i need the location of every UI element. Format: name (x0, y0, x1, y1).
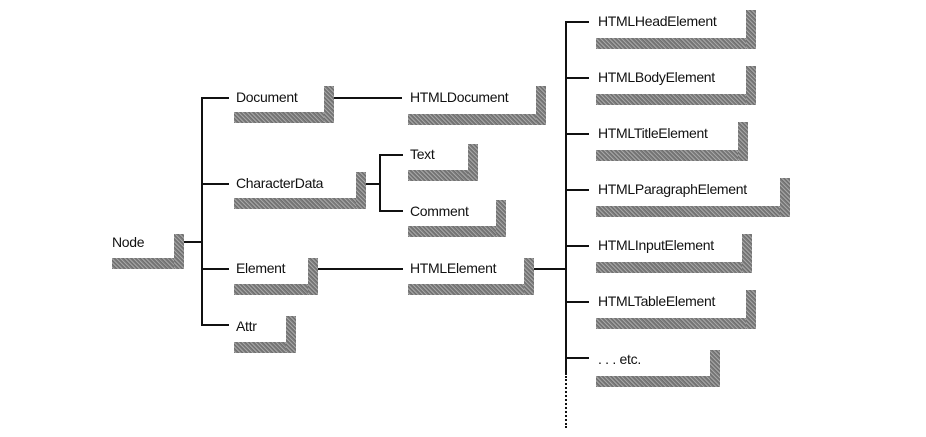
characterdata-label: CharacterData (236, 175, 324, 191)
htmltitleelement-shadow (738, 122, 748, 161)
htmlinputelement-label: HTMLInputElement (598, 237, 714, 253)
htmlinputelement-shadow (596, 262, 752, 273)
node-label: Node (112, 234, 145, 250)
comment-shadow (408, 226, 506, 237)
htmltableelement-label: HTMLTableElement (598, 293, 716, 309)
htmlelement-label: HTMLElement (410, 260, 497, 276)
connector-line (379, 154, 381, 212)
connector-line (565, 77, 589, 79)
connector-line (201, 183, 229, 185)
text-label: Text (410, 146, 435, 162)
htmlbodyelement-label: HTMLBodyElement (598, 69, 715, 85)
text-shadow (468, 144, 478, 181)
connector-line (330, 97, 402, 99)
connector-line (565, 301, 589, 303)
connector-line (565, 133, 589, 135)
text-shadow (408, 170, 478, 181)
characterdata-shadow (356, 172, 366, 209)
htmlheadelement-label: HTMLHeadElement (598, 13, 717, 29)
continuation-dotted-line (565, 376, 567, 428)
htmlinputelement-shadow (742, 234, 752, 273)
connector-line (565, 21, 589, 23)
element-shadow (234, 284, 318, 295)
htmlheadelement-shadow (746, 10, 756, 49)
document-shadow (234, 112, 334, 123)
htmltitleelement-shadow (596, 150, 748, 161)
connector-line (201, 97, 229, 99)
htmldocument-shadow (408, 114, 546, 125)
htmlelement-shadow (524, 258, 534, 295)
connector-line (201, 324, 229, 326)
etc-shadow (596, 376, 720, 387)
attr-shadow (286, 316, 296, 353)
htmltableelement-shadow (596, 318, 756, 329)
document-shadow (324, 86, 334, 123)
comment-label: Comment (410, 203, 469, 219)
comment-shadow (496, 200, 506, 237)
etc-shadow (710, 350, 720, 387)
htmldocument-label: HTMLDocument (410, 89, 509, 105)
connector-line (313, 268, 403, 270)
htmlparagraphelement-shadow (596, 206, 790, 217)
htmlparagraphelement-shadow (780, 178, 790, 217)
connector-line (565, 189, 589, 191)
etc-label: . . . etc. (598, 351, 641, 367)
connector-line (201, 268, 229, 270)
connector-line (565, 357, 589, 359)
htmlbodyelement-shadow (596, 94, 756, 105)
characterdata-shadow (234, 198, 366, 209)
connector-line (182, 241, 202, 243)
node-shadow (174, 234, 184, 269)
htmltitleelement-label: HTMLTitleElement (598, 125, 708, 141)
element-label: Element (236, 260, 286, 276)
attr-shadow (234, 342, 296, 353)
connector-line (379, 210, 403, 212)
connector-line (530, 268, 566, 270)
connector-line (565, 21, 567, 375)
htmldocument-shadow (536, 86, 546, 125)
htmlbodyelement-shadow (746, 66, 756, 105)
htmlparagraphelement-label: HTMLParagraphElement (598, 181, 747, 197)
htmltableelement-shadow (746, 290, 756, 329)
element-shadow (308, 258, 318, 295)
connector-line (201, 97, 203, 325)
connector-line (362, 183, 380, 185)
attr-label: Attr (236, 318, 257, 334)
document-label: Document (236, 89, 298, 105)
htmlelement-shadow (408, 284, 534, 295)
connector-line (379, 154, 403, 156)
htmlheadelement-shadow (596, 38, 756, 49)
connector-line (565, 245, 589, 247)
node-shadow (112, 258, 184, 269)
